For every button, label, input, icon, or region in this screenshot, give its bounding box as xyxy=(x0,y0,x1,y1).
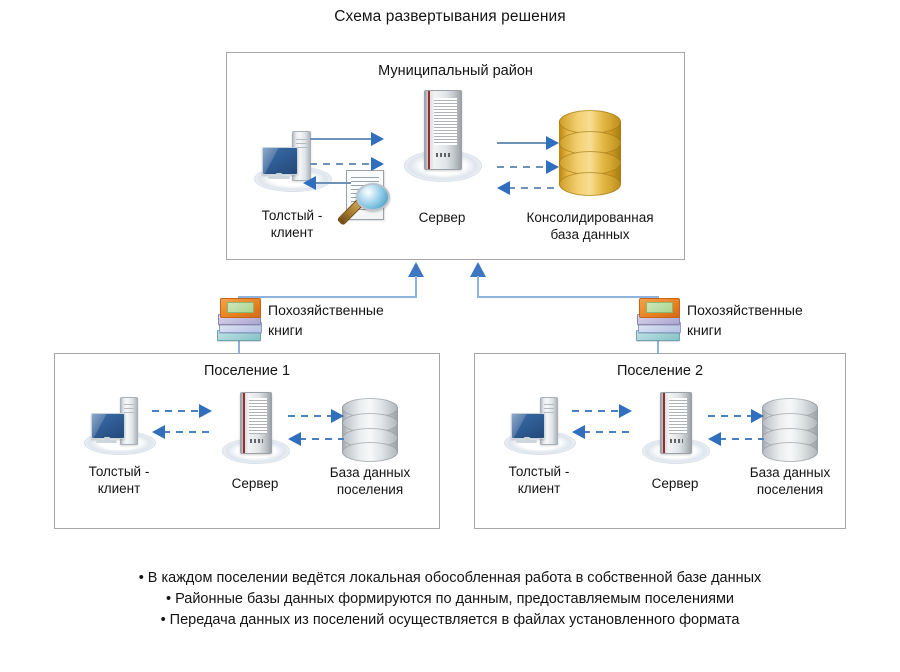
settlement-2-title: Поселение 2 xyxy=(616,363,704,379)
page-title: Схема развертывания решения xyxy=(334,8,566,25)
note-item-2: • Районные базы данных формируются по да… xyxy=(165,591,735,607)
settlement-2-database-label: База данных поселения xyxy=(749,465,831,497)
books-label-right: Похозяйственные книги xyxy=(687,302,803,338)
db-disc-bottom xyxy=(342,442,398,462)
uplink-left-stem xyxy=(415,276,417,298)
workstation-monitor-stand xyxy=(276,173,282,177)
uplink-right-stem xyxy=(477,276,479,298)
arrow-client-to-server-solid xyxy=(310,132,384,146)
books-label-left: Похозяйственные книги xyxy=(268,302,384,338)
workstation-monitor-foot xyxy=(268,176,290,179)
district-server-label: Сервер xyxy=(418,210,466,225)
workstation-monitor-foot xyxy=(516,440,537,443)
workstation-monitor xyxy=(91,413,125,439)
settlement-2-thick-client-icon xyxy=(502,395,576,455)
district-thick-client-label: Толстый - клиент xyxy=(261,208,323,240)
settlement-1-server-label: Сервер xyxy=(231,476,279,491)
s2-arrow-db-to-server xyxy=(708,432,764,446)
document-magnifier-icon xyxy=(336,170,394,238)
settlement-2-thick-client-label: Толстый - клиент xyxy=(508,464,570,496)
arrow-server-to-client-solid xyxy=(303,176,351,190)
server-tower xyxy=(424,90,462,170)
settlement-1-title: Поселение 1 xyxy=(203,363,291,379)
arrow-db-to-server-dashed xyxy=(497,181,559,195)
db-disc-bottom xyxy=(559,172,621,196)
magnifier-lens xyxy=(356,183,390,211)
settlement-1-thick-client-label: Толстый - клиент xyxy=(88,464,150,496)
consolidated-database-icon xyxy=(559,110,621,196)
settlement-1-thick-client-icon xyxy=(82,395,156,455)
s2-arrow-server-to-db xyxy=(708,409,764,423)
db-disc-bottom xyxy=(762,442,818,462)
book-cover-top xyxy=(220,298,261,318)
workstation-monitor-foot xyxy=(96,440,117,443)
s1-arrow-server-to-db xyxy=(288,409,344,423)
s1-arrow-client-to-server xyxy=(152,404,212,418)
arrow-server-to-db-dashed xyxy=(497,160,559,174)
server-tower xyxy=(240,392,272,454)
district-server-icon xyxy=(404,88,482,188)
note-item-1: • В каждом поселении ведётся локальная о… xyxy=(138,570,762,586)
uplink-right-horizontal xyxy=(477,296,658,298)
notes-list: • В каждом поселении ведётся локальная о… xyxy=(0,568,900,631)
note-item-3: • Передача данных из поселений осуществл… xyxy=(160,612,740,628)
books-icon-left xyxy=(217,296,263,342)
settlement-1-database-icon xyxy=(342,398,398,462)
district-thick-client-icon xyxy=(252,128,332,192)
settlement-2-server-icon xyxy=(642,390,710,466)
book-page xyxy=(226,302,255,314)
s1-arrow-server-to-client xyxy=(152,425,212,439)
book-page xyxy=(645,302,674,314)
workstation-monitor-stand xyxy=(524,437,530,441)
uplink-left-horizontal xyxy=(238,296,417,298)
book-cover-top xyxy=(639,298,680,318)
district-box-title: Муниципальный район xyxy=(378,63,533,79)
workstation-monitor-stand xyxy=(104,437,110,441)
workstation-monitor xyxy=(511,413,545,439)
settlement-2-database-icon xyxy=(762,398,818,462)
uplink-arrow-right xyxy=(470,262,486,277)
arrow-server-to-db-solid xyxy=(497,136,559,150)
arrow-client-to-server-dashed xyxy=(310,157,384,171)
settlement-1-server-icon xyxy=(222,390,290,466)
server-tower xyxy=(660,392,692,454)
uplink-arrow-left xyxy=(408,262,424,277)
consolidated-database-label: Консолидированная база данных xyxy=(526,210,654,242)
settlement-2-server-label: Сервер xyxy=(651,476,699,491)
settlement-1-database-label: База данных поселения xyxy=(329,465,411,497)
s2-arrow-client-to-server xyxy=(572,404,632,418)
s2-arrow-server-to-client xyxy=(572,425,632,439)
s1-arrow-db-to-server xyxy=(288,432,344,446)
workstation-monitor xyxy=(262,147,298,175)
books-icon-right xyxy=(636,296,682,342)
